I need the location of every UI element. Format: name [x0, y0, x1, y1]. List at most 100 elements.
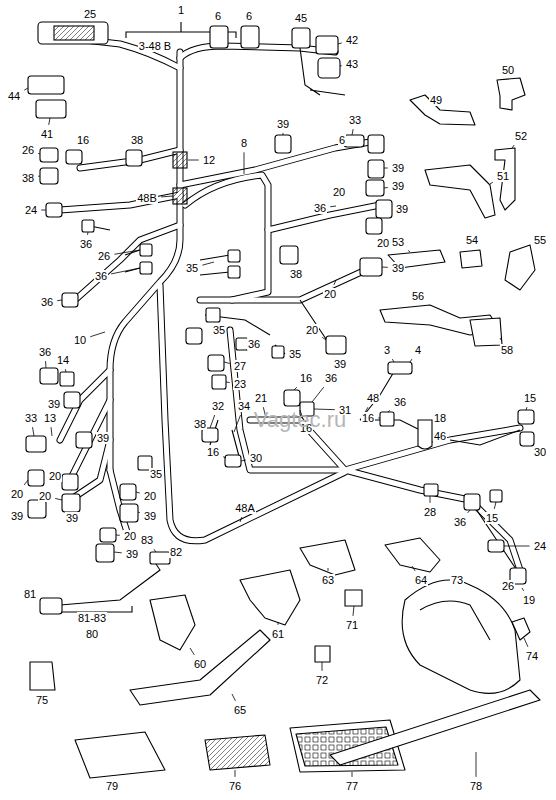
- callout-number: 58: [500, 344, 514, 356]
- callout-number: 24: [24, 204, 38, 216]
- callout-number: 36: [453, 516, 467, 528]
- callout-number: 35: [288, 348, 302, 360]
- callout-number: 10: [73, 334, 87, 346]
- callout-number: 39: [391, 262, 405, 274]
- callout-number: 39: [143, 510, 157, 522]
- leader-line: [522, 588, 524, 591]
- leader-line: [524, 638, 528, 647]
- leader-line: [352, 772, 353, 777]
- callout-number: 55: [533, 234, 547, 246]
- leader-line: [330, 206, 336, 208]
- callout-number: 49: [429, 94, 443, 106]
- leader-line: [33, 427, 34, 436]
- callout-number: 74: [525, 650, 539, 662]
- callout-number: 73: [450, 574, 464, 586]
- callout-number: 28: [423, 506, 437, 518]
- callout-number: 80: [85, 628, 99, 640]
- callout-number: 44: [7, 90, 21, 102]
- callout-number: 16: [206, 446, 220, 458]
- callout-number: 39: [65, 512, 79, 524]
- leader-line: [468, 510, 470, 513]
- callout-number: 23: [233, 378, 247, 390]
- callout-number: 20: [10, 488, 24, 500]
- callout-number: 46: [433, 430, 447, 442]
- callout-number: 42: [345, 34, 359, 46]
- callout-number: 13: [43, 412, 57, 424]
- leader-line: [161, 196, 173, 198]
- callout-number: 30: [533, 446, 547, 458]
- callout-number: 39: [391, 180, 405, 192]
- callout-number: 16: [76, 134, 90, 146]
- callout-number: 18: [433, 412, 447, 424]
- callout-number: 36: [94, 270, 108, 282]
- callout-number: 33: [24, 412, 38, 424]
- callout-number: 39: [10, 510, 24, 522]
- leader-line: [234, 415, 241, 432]
- callout-number: 19: [522, 594, 536, 606]
- callout-number: 8: [240, 137, 248, 149]
- callout-number: 20: [376, 237, 390, 249]
- leader-line: [116, 535, 120, 536]
- callout-number: 3-48 B: [138, 40, 172, 52]
- callout-number: 35: [149, 468, 163, 480]
- leader-line: [384, 187, 388, 189]
- leader-line: [500, 338, 502, 341]
- leader-line: [353, 606, 354, 616]
- callout-number: 20: [48, 470, 62, 482]
- leader-line: [494, 502, 496, 509]
- leader-line: [111, 268, 140, 274]
- callout-number: 79: [105, 780, 119, 792]
- leader-line: [244, 152, 245, 174]
- callout-number: 20: [38, 490, 52, 502]
- callout-number: 45: [294, 12, 308, 24]
- callout-number: 38: [21, 172, 35, 184]
- leader-line: [504, 546, 530, 547]
- callout-number: 15: [485, 512, 499, 524]
- callout-number: 65: [233, 704, 247, 716]
- leader-line: [384, 168, 388, 169]
- leader-line: [38, 176, 40, 177]
- leader-line: [90, 332, 105, 337]
- callout-number: 20: [332, 186, 346, 198]
- callout-number: 14: [56, 354, 70, 366]
- callout-number: 20: [143, 490, 157, 502]
- callout-number: 27: [233, 360, 247, 372]
- callout-number: 64: [414, 574, 428, 586]
- leader-line: [190, 648, 194, 655]
- callout-number: 34: [237, 400, 251, 412]
- callout-number: 36: [324, 372, 338, 384]
- leader-line: [57, 300, 62, 302]
- callout-number: 60: [193, 658, 207, 670]
- callout-number: 39: [125, 548, 139, 560]
- callout-number: 71: [345, 619, 359, 631]
- leader-line: [232, 694, 235, 701]
- callout-number: 83: [140, 534, 154, 546]
- callout-number: 38: [289, 268, 303, 280]
- leader-line: [382, 267, 388, 268]
- callout-number: 16: [299, 372, 313, 384]
- leader-line: [224, 362, 230, 363]
- callout-number: 48B: [136, 192, 158, 204]
- leader-line: [202, 262, 214, 265]
- leader-line: [226, 382, 230, 384]
- callout-number: 20: [123, 530, 137, 542]
- callout-number: 78: [469, 780, 483, 792]
- leader-line: [278, 622, 279, 625]
- callout-number: 36: [40, 296, 54, 308]
- leader-line: [476, 752, 477, 777]
- callout-number: 48: [366, 392, 380, 404]
- leader-line: [51, 427, 53, 436]
- leader-line: [49, 118, 50, 125]
- leader-line: [322, 337, 326, 340]
- leader-line: [392, 359, 394, 362]
- callout-number: 20: [305, 324, 319, 336]
- leader-line: [294, 387, 297, 390]
- callout-number: 36: [79, 238, 93, 250]
- leader-line: [408, 251, 410, 253]
- leader-line: [283, 133, 284, 135]
- callout-number: 39: [395, 203, 409, 215]
- callout-number: 25: [83, 8, 97, 20]
- leader-line: [87, 232, 88, 235]
